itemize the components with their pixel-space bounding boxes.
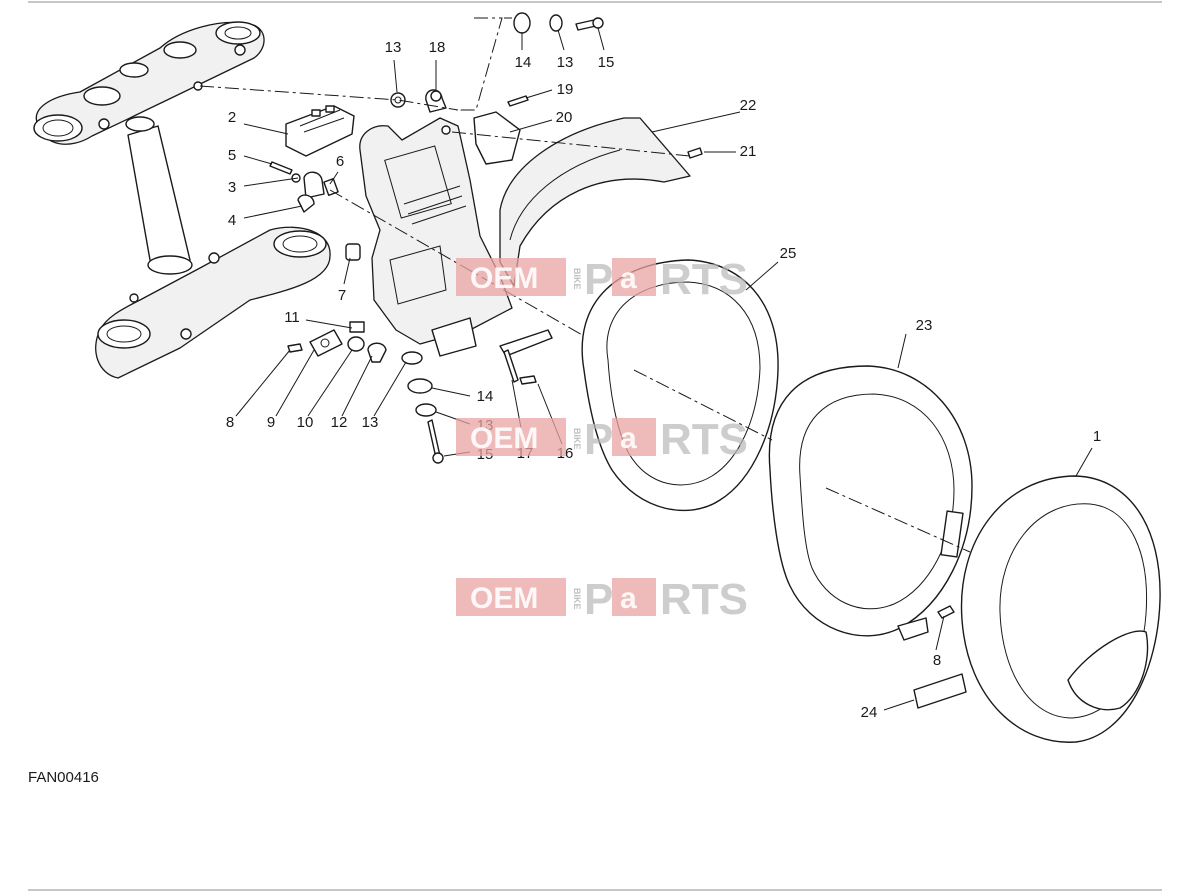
headlight-unit[interactable] — [960, 475, 1161, 743]
leader-lines — [235, 27, 1093, 711]
watermark-3: OEM BIKE P a RTS — [456, 575, 748, 624]
left-fasteners[interactable] — [269, 161, 361, 261]
assembly-axes — [199, 17, 971, 553]
callout-23: 23 — [916, 317, 933, 334]
callout-3: 3 — [228, 179, 236, 196]
callout-21: 21 — [740, 143, 757, 160]
svg-text:a: a — [620, 262, 637, 295]
callout-5: 5 — [228, 147, 236, 164]
callout-6: 6 — [336, 153, 344, 170]
drawing-code: FAN00416 — [28, 769, 99, 786]
callout-15-top: 15 — [598, 54, 615, 71]
headlight-rim[interactable] — [768, 365, 973, 641]
callout-25: 25 — [780, 245, 797, 262]
watermark-2: OEM BIKE P a RTS — [456, 415, 748, 464]
svg-text:a: a — [620, 582, 637, 615]
callout-9: 9 — [267, 414, 275, 431]
callout-13-top-right: 13 — [557, 54, 574, 71]
callout-8-left: 8 — [226, 414, 234, 431]
callout-14-top: 14 — [515, 54, 532, 71]
svg-text:RTS: RTS — [660, 415, 748, 464]
callout-24: 24 — [861, 704, 878, 721]
callout-10: 10 — [297, 414, 314, 431]
callout-8-right: 8 — [933, 652, 941, 669]
svg-text:RTS: RTS — [660, 255, 748, 304]
upper-fasteners[interactable] — [390, 12, 703, 159]
svg-text:RTS: RTS — [660, 575, 748, 624]
callout-2: 2 — [228, 109, 236, 126]
side-cover-bracket[interactable] — [473, 111, 521, 165]
callout-7: 7 — [338, 287, 346, 304]
svg-text:OEM: OEM — [470, 262, 538, 295]
headlight-mount-ring[interactable] — [499, 117, 691, 287]
svg-text:BIKE: BIKE — [572, 268, 582, 290]
svg-text:a: a — [620, 422, 637, 455]
callout-13-lower-left: 13 — [362, 414, 379, 431]
callout-4: 4 — [228, 212, 236, 229]
svg-text:P: P — [584, 575, 613, 624]
callout-1: 1 — [1093, 428, 1101, 445]
callout-14-lower: 14 — [477, 388, 494, 405]
triple-clamp[interactable] — [33, 21, 331, 379]
callout-20: 20 — [556, 109, 573, 126]
watermark-1: OEM BIKE P a RTS — [456, 255, 748, 304]
dashboard-switch-unit[interactable] — [285, 105, 355, 157]
callout-13-top: 13 — [385, 39, 402, 56]
svg-text:P: P — [584, 415, 613, 464]
svg-text:BIKE: BIKE — [572, 588, 582, 610]
callout-18: 18 — [429, 39, 446, 56]
svg-text:OEM: OEM — [470, 582, 538, 615]
svg-text:BIKE: BIKE — [572, 428, 582, 450]
callout-11: 11 — [284, 309, 300, 326]
callout-19: 19 — [557, 81, 574, 98]
warning-sticker[interactable] — [913, 673, 967, 709]
svg-text:P: P — [584, 255, 613, 304]
callout-12: 12 — [331, 414, 348, 431]
callout-22: 22 — [740, 97, 757, 114]
lower-fasteners[interactable] — [287, 321, 537, 464]
svg-text:OEM: OEM — [470, 422, 538, 455]
